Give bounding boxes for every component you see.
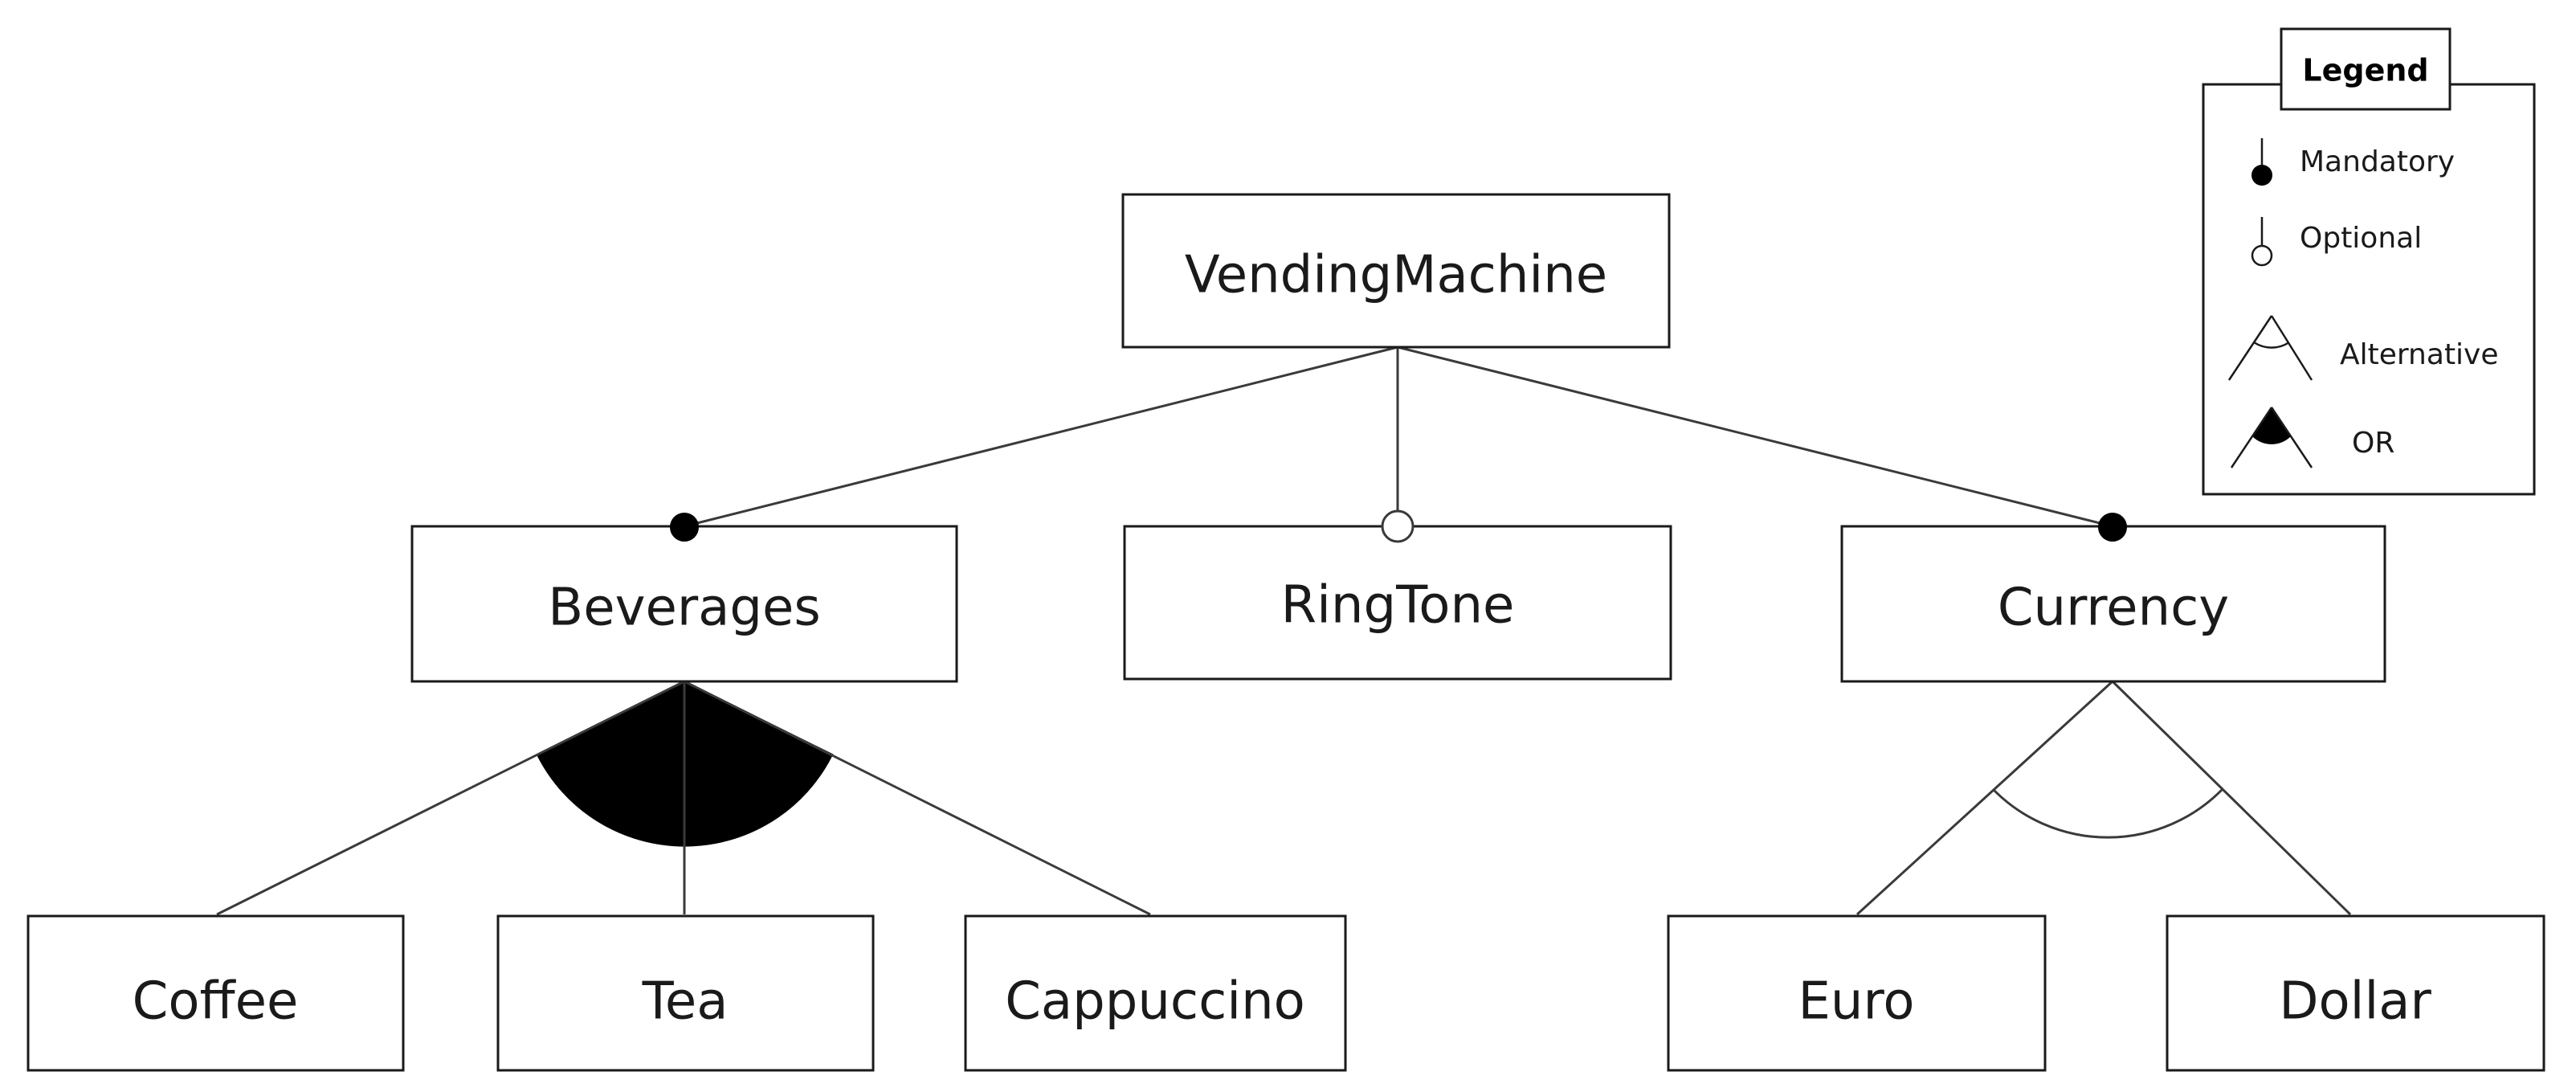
legend-optional-icon [2251,244,2273,267]
feature-dollar[interactable]: Dollar [2166,914,2545,1072]
legend-title-box [2280,27,2451,111]
edge-root-beverages [684,346,1398,528]
edge-currency-euro [1855,680,2114,916]
legend-optional-label: Optional [2300,222,2422,255]
optional-marker-ringtone [1381,509,1415,543]
legend-mandatory-label: Mandatory [2300,145,2455,178]
feature-vending-machine[interactable]: VendingMachine [1121,193,1671,349]
feature-tea[interactable]: Tea [496,914,875,1072]
feature-euro[interactable]: Euro [1667,914,2047,1072]
feature-euro-label: Euro [1798,972,1914,1032]
edge-root-currency [1397,346,2113,528]
feature-coffee-label: Coffee [133,972,299,1032]
legend-alternative-icon [2227,315,2313,381]
feature-tea-label: Tea [642,972,729,1032]
edge-beverages-coffee [216,680,685,916]
mandatory-marker-beverages [670,513,699,542]
alternative-group-arc [1992,788,2223,839]
legend-mandatory-icon [2251,165,2272,186]
legend-or-label: OR [2352,427,2394,460]
edge-currency-dollar [2111,680,2352,916]
feature-beverages-label: Beverages [548,579,820,638]
feature-ringtone[interactable]: RingTone [1123,525,1672,681]
feature-currency-label: Currency [1998,579,2229,638]
mandatory-marker-currency [2098,513,2127,542]
edge-beverages-cappuccino [684,680,1151,916]
legend-title: Legend [2302,53,2428,88]
feature-coffee[interactable]: Coffee [27,914,405,1072]
feature-dollar-label: Dollar [2279,972,2431,1032]
feature-ringtone-label: RingTone [1281,576,1515,636]
feature-cappuccino-label: Cappuccino [1005,972,1305,1032]
legend-or-icon [2230,407,2313,468]
feature-cappuccino[interactable]: Cappuccino [964,914,1347,1072]
feature-currency[interactable]: Currency [1840,525,2386,683]
legend-alternative-label: Alternative [2340,338,2499,371]
feature-beverages[interactable]: Beverages [410,525,958,683]
legend: Legend Mandatory Optional Alternative OR [2202,27,2536,496]
feature-vending-machine-label: VendingMachine [1185,246,1607,305]
